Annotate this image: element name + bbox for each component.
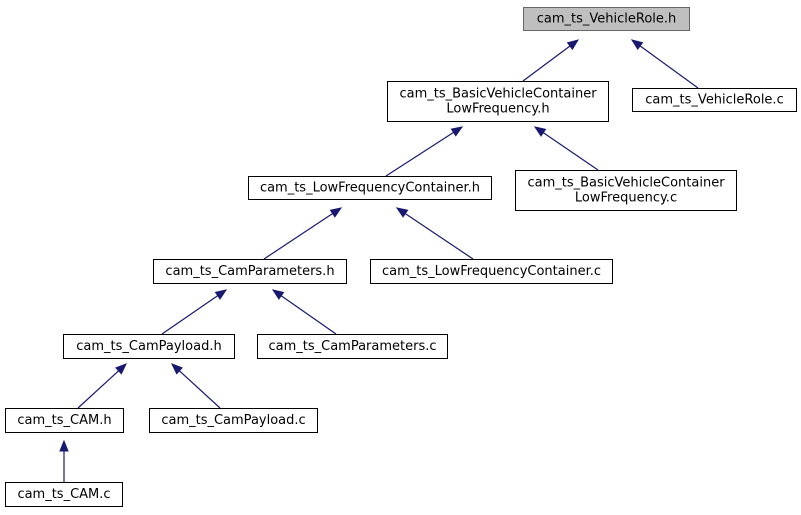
- node-box: [387, 81, 609, 122]
- arrowhead-icon: [271, 289, 285, 300]
- dependency-edge: [263, 207, 343, 260]
- node-label: cam_ts_CamParameters.h: [165, 264, 334, 279]
- graph-node[interactable]: cam_ts_BasicVehicleContainerLowFrequency…: [515, 170, 737, 211]
- arrowhead-icon: [171, 363, 183, 375]
- edge-line: [639, 45, 699, 89]
- node-label: cam_ts_CamPayload.c: [161, 413, 305, 428]
- graph-nodes: cam_ts_VehicleRole.h cam_ts_BasicVehicleC…: [5, 7, 797, 507]
- graph-node[interactable]: cam_ts_CamParameters.h: [153, 259, 347, 284]
- arrowhead-icon: [329, 207, 343, 218]
- arrowhead-icon: [630, 39, 644, 51]
- node-box: [63, 334, 235, 359]
- edge-line: [404, 213, 474, 260]
- arrowhead-icon: [533, 126, 547, 137]
- node-box: [5, 408, 124, 433]
- dependency-edge: [533, 126, 599, 171]
- node-label: cam_ts_CamParameters.c: [268, 339, 436, 354]
- node-box: [153, 259, 347, 284]
- dependency-edge: [59, 439, 69, 482]
- graph-node[interactable]: cam_ts_CAM.c: [5, 482, 123, 507]
- graph-node[interactable]: cam_ts_BasicVehicleContainerLowFrequency…: [387, 81, 609, 122]
- graph-edges: [59, 39, 699, 482]
- graph-node[interactable]: cam_ts_VehicleRole.c: [632, 88, 797, 112]
- graph-node[interactable]: cam_ts_CAM.h: [5, 408, 124, 433]
- node-label: LowFrequency.h: [446, 102, 549, 117]
- node-label: cam_ts_VehicleRole.h: [537, 12, 677, 27]
- edge-line: [385, 131, 454, 177]
- node-box: [257, 334, 448, 359]
- graph-node[interactable]: cam_ts_LowFrequencyContainer.c: [370, 259, 613, 284]
- node-box: [515, 170, 737, 211]
- edge-line: [77, 370, 120, 409]
- node-box: [5, 482, 123, 507]
- graph-node[interactable]: cam_ts_CamPayload.h: [63, 334, 235, 359]
- dependency-edge: [385, 126, 464, 177]
- dependency-edge: [271, 289, 337, 335]
- node-label: LowFrequency.c: [575, 191, 677, 206]
- arrowhead-icon: [566, 39, 580, 51]
- dependency-edge: [161, 289, 228, 335]
- graph-node[interactable]: cam_ts_LowFrequencyContainer.h: [248, 176, 492, 200]
- arrowhead-icon: [59, 439, 69, 452]
- node-label: cam_ts_CAM.c: [17, 487, 110, 502]
- edge-line: [542, 132, 599, 171]
- node-box: [632, 88, 797, 112]
- node-box: [370, 259, 613, 284]
- edge-line: [178, 370, 221, 409]
- node-label: cam_ts_VehicleRole.c: [645, 93, 783, 108]
- dependency-edge: [522, 39, 580, 82]
- node-label: cam_ts_BasicVehicleContainer: [399, 87, 597, 102]
- dependency-edge: [171, 363, 221, 409]
- edge-line: [263, 213, 333, 260]
- edge-line: [522, 45, 571, 82]
- edge-line: [280, 295, 337, 335]
- graph-node-root[interactable]: cam_ts_VehicleRole.h: [523, 7, 690, 31]
- edge-line: [161, 295, 219, 335]
- graph-node[interactable]: cam_ts_CamParameters.c: [257, 334, 448, 359]
- node-label: cam_ts_LowFrequencyContainer.c: [382, 264, 601, 279]
- node-label: cam_ts_CAM.h: [17, 413, 111, 428]
- node-label: cam_ts_LowFrequencyContainer.h: [260, 181, 480, 196]
- arrowhead-icon: [115, 363, 127, 375]
- dependency-edge: [630, 39, 699, 89]
- node-label: cam_ts_CamPayload.h: [76, 339, 221, 354]
- node-box: [523, 7, 690, 31]
- node-box: [149, 408, 318, 433]
- arrowhead-icon: [450, 126, 464, 137]
- node-box: [248, 176, 492, 200]
- dependency-edge: [77, 363, 127, 409]
- dependency-edge: [395, 207, 474, 260]
- arrowhead-icon: [395, 207, 409, 218]
- node-label: cam_ts_BasicVehicleContainer: [527, 176, 725, 191]
- graph-node[interactable]: cam_ts_CamPayload.c: [149, 408, 318, 433]
- arrowhead-icon: [214, 289, 228, 300]
